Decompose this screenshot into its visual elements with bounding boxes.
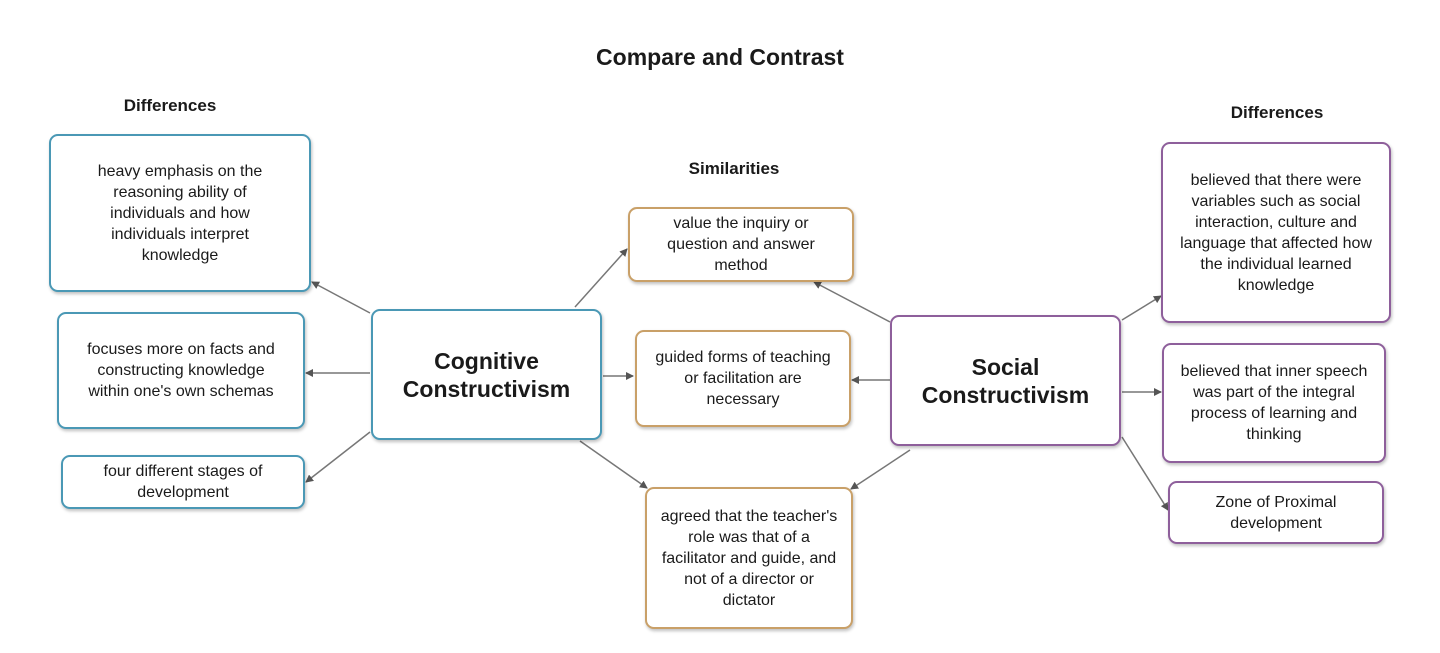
arrow-social-to-diff-3 bbox=[1121, 436, 1169, 511]
social-constructivism-node: Social Constructivism bbox=[890, 315, 1121, 446]
arrow-social-to-sim-1 bbox=[813, 281, 891, 323]
diagram-title: Compare and Contrast bbox=[596, 44, 844, 70]
cognitive-difference-box: heavy emphasis on the reasoning ability … bbox=[49, 134, 311, 292]
heading-right-differences: Differences bbox=[1230, 103, 1324, 122]
cognitive-difference-box: focuses more on facts and constructing k… bbox=[57, 312, 305, 429]
arrow-cognitive-to-sim-3 bbox=[579, 440, 648, 489]
cognitive-difference-text: focuses more on facts and constructing k… bbox=[87, 341, 275, 400]
similarity-text: agreed that the teacher's role was that … bbox=[660, 507, 838, 609]
arrow-social-to-diff-1 bbox=[1121, 295, 1162, 321]
arrow-cognitive-to-diff-3 bbox=[305, 431, 371, 483]
similarity-text: guided forms of teaching or facilitation… bbox=[655, 349, 831, 408]
social-constructivism-label: Social Constructivism bbox=[921, 353, 1090, 408]
arrow-cognitive-to-sim-1 bbox=[574, 248, 628, 308]
social-difference-box: believed that there were variables such … bbox=[1161, 142, 1391, 323]
similarity-box: guided forms of teaching or facilitation… bbox=[635, 330, 851, 427]
social-difference-box: Zone of Proximal development bbox=[1168, 481, 1384, 544]
similarity-box: value the inquiry or question and answer… bbox=[628, 207, 854, 282]
social-difference-text: believed that there were variables such … bbox=[1180, 171, 1372, 294]
cognitive-difference-box: four different stages of development bbox=[61, 455, 305, 509]
arrow-social-to-sim-3 bbox=[850, 449, 911, 490]
social-difference-text: believed that inner speech was part of t… bbox=[1180, 363, 1368, 443]
cognitive-difference-text: heavy emphasis on the reasoning ability … bbox=[97, 162, 263, 264]
similarity-text: value the inquiry or question and answer… bbox=[667, 215, 815, 274]
cognitive-constructivism-label: Cognitive Constructivism bbox=[402, 347, 571, 402]
similarity-box: agreed that the teacher's role was that … bbox=[645, 487, 853, 629]
social-difference-box: believed that inner speech was part of t… bbox=[1162, 343, 1386, 463]
arrow-cognitive-to-diff-1 bbox=[311, 281, 371, 314]
cognitive-constructivism-node: Cognitive Constructivism bbox=[371, 309, 602, 440]
cognitive-difference-text: four different stages of development bbox=[103, 463, 263, 501]
social-difference-text: Zone of Proximal development bbox=[1215, 493, 1337, 532]
heading-left-differences: Differences bbox=[123, 96, 217, 115]
heading-similarities: Similarities bbox=[688, 159, 780, 178]
